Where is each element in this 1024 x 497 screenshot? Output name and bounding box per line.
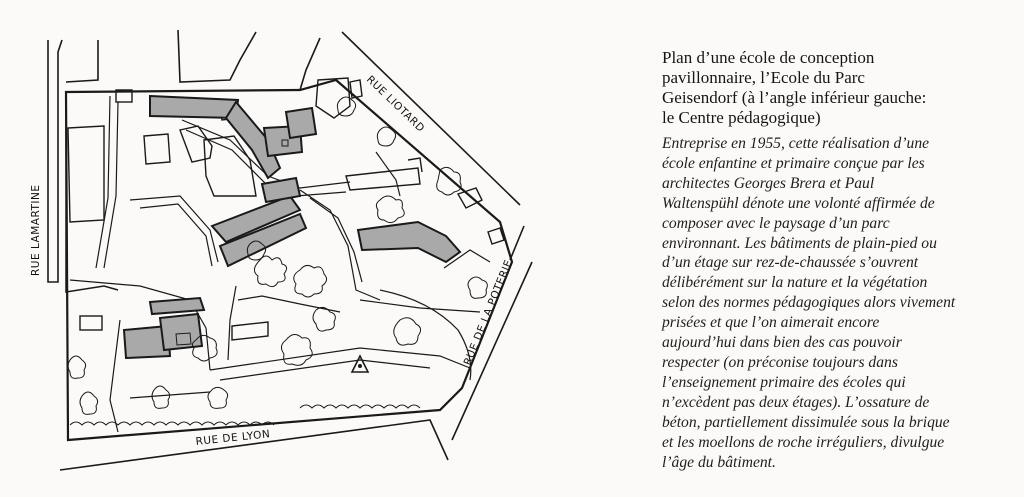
site-boundary [64, 78, 514, 442]
villa-large [203, 135, 257, 197]
description-text: Entreprise en 1955, cette réalisation d’… [662, 135, 956, 471]
street-label-poterie: RUE DE LA POTERIE [462, 258, 515, 367]
villa [143, 133, 171, 165]
pavilion-main-a [210, 194, 302, 244]
site-plan-map: RUE LAMARTINE RUE LIOTARD RUE DE LA POTE… [30, 29, 533, 471]
pavilion-north [149, 94, 240, 120]
map-caption: Plan d’une école de conception pavillonn… [662, 48, 927, 127]
pedagogic-centre-c [158, 312, 204, 352]
pavilion-hall-annex [284, 106, 318, 140]
vegetation [67, 96, 488, 415]
block-east-corner [509, 225, 525, 261]
block-east [451, 261, 533, 441]
street-label-lamartine: RUE LAMARTINE [30, 185, 42, 277]
street-blocks [47, 29, 533, 471]
pavilion-main-b [218, 212, 308, 268]
block-south [59, 419, 449, 471]
block-north-east-edge [299, 37, 321, 91]
pedagogic-centre-a [148, 296, 206, 316]
block-west [47, 39, 63, 283]
pavilion-east [356, 220, 462, 264]
block-northwest [65, 40, 99, 83]
pedagogic-centre-b [122, 324, 172, 360]
survey-marker [350, 354, 370, 373]
school-buildings [122, 94, 462, 360]
description-column: Plan d’une école de conception pavillonn… [662, 48, 1012, 472]
block-northeast [341, 31, 521, 206]
street-label-lyon: RUE DE LYON [195, 428, 271, 448]
block-north [177, 29, 257, 83]
hedges [69, 404, 421, 426]
existing-buildings [67, 77, 505, 341]
